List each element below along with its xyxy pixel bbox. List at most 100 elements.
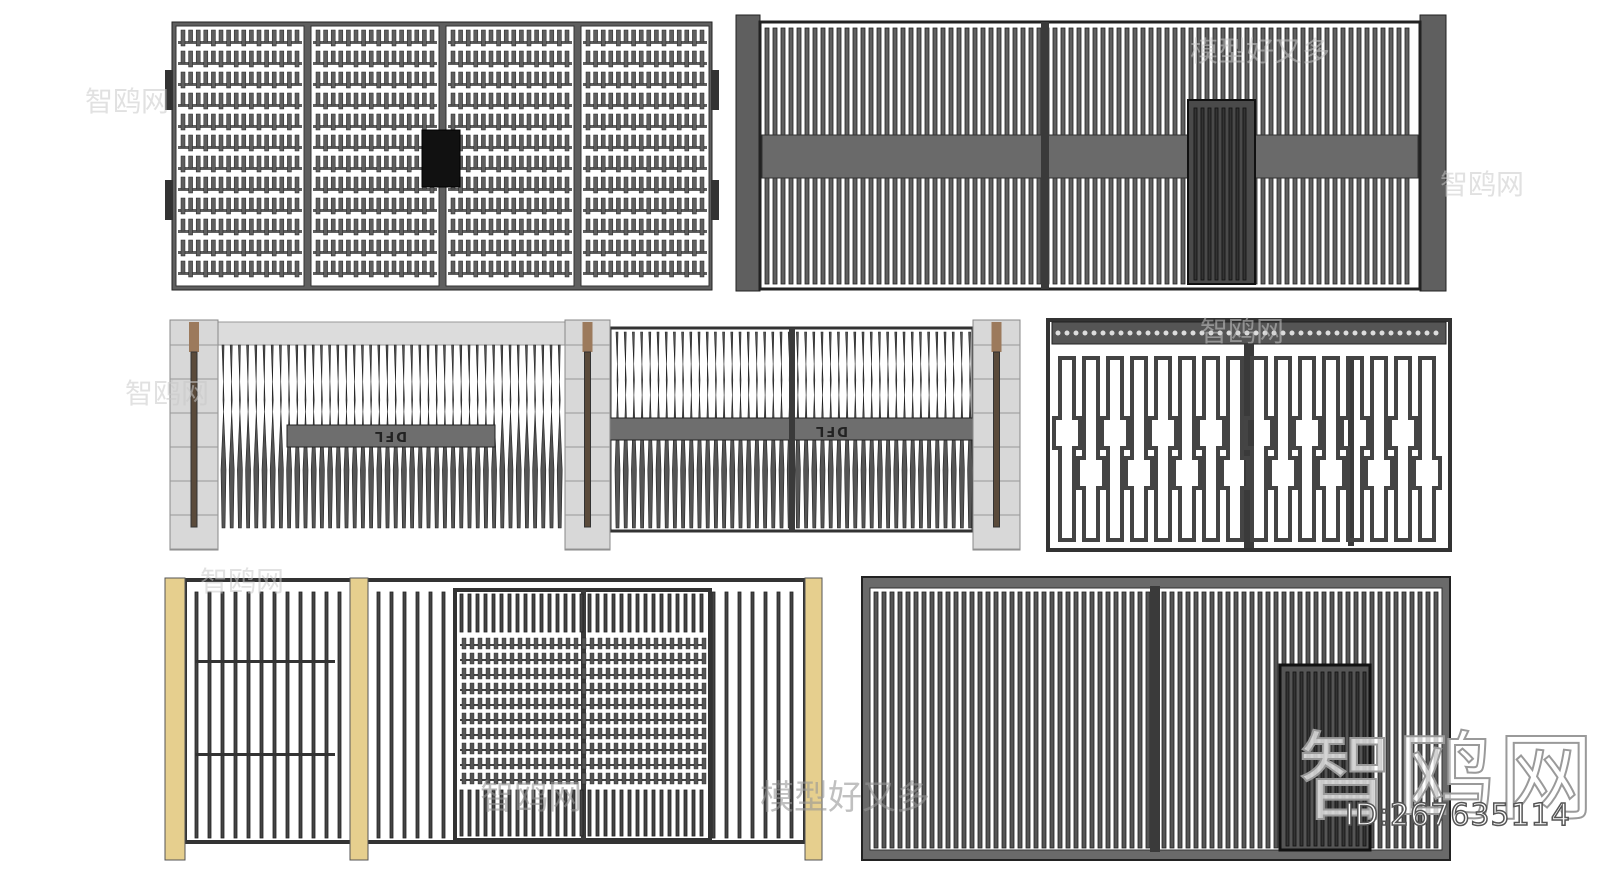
copper-cap — [582, 322, 593, 352]
slat — [211, 218, 216, 232]
slat — [661, 218, 667, 232]
slat — [249, 71, 254, 85]
slat — [188, 29, 193, 43]
slat — [549, 71, 555, 85]
slat — [279, 71, 285, 85]
slat — [399, 239, 404, 253]
decor-dot — [1055, 330, 1061, 336]
gate-bar — [1161, 591, 1167, 849]
gate-bar — [1217, 591, 1223, 849]
slat — [549, 218, 555, 236]
slat — [676, 50, 682, 64]
gate-bar — [523, 789, 528, 837]
slat — [361, 29, 366, 47]
slat — [621, 742, 627, 755]
gate-bar — [1172, 27, 1178, 136]
slat — [406, 239, 412, 257]
gate-bar — [763, 591, 768, 839]
spindle — [532, 344, 538, 529]
slat — [233, 71, 239, 85]
slat — [346, 155, 351, 173]
slat — [534, 218, 539, 236]
slat — [315, 134, 321, 148]
slat — [323, 50, 328, 68]
slat — [249, 239, 254, 253]
slat — [429, 239, 435, 253]
slat — [353, 92, 359, 110]
slat — [180, 239, 186, 257]
slat — [669, 667, 675, 680]
gate-bar — [948, 27, 954, 136]
slat — [279, 176, 285, 194]
gate-bar — [1020, 177, 1026, 285]
slat — [525, 742, 531, 755]
gate-bar — [246, 591, 251, 839]
slat — [629, 682, 635, 695]
decor-dot — [1073, 330, 1079, 336]
rail — [448, 251, 572, 254]
slat — [384, 218, 389, 236]
gate-bar — [1052, 177, 1058, 285]
decor-dot — [1064, 330, 1070, 336]
gate-bar — [1036, 177, 1042, 285]
gate-bar — [1169, 591, 1175, 849]
slat — [256, 113, 262, 131]
slat — [493, 667, 499, 680]
slat — [616, 176, 621, 190]
slat — [701, 712, 707, 725]
rail — [583, 167, 707, 170]
decor-dot — [1307, 330, 1313, 336]
gate-bar — [571, 593, 576, 633]
slat — [338, 218, 344, 236]
slat — [684, 71, 690, 85]
slat — [692, 197, 697, 215]
slat — [534, 92, 539, 110]
gate-bar — [1324, 27, 1330, 136]
slat — [218, 239, 224, 253]
slat — [368, 239, 374, 253]
slat — [597, 742, 603, 755]
gate-bar — [852, 27, 858, 136]
slat — [264, 92, 269, 110]
slat — [685, 637, 691, 650]
slat — [653, 742, 659, 755]
slat — [473, 155, 479, 169]
gate-bar — [1025, 591, 1031, 849]
gate-bar — [475, 593, 480, 633]
gate-bar — [699, 789, 704, 837]
slat — [623, 260, 629, 278]
slat — [188, 197, 193, 211]
slat — [557, 260, 562, 274]
slat — [519, 134, 524, 152]
gate-bar — [881, 591, 887, 849]
slat — [368, 176, 374, 194]
slat — [638, 155, 644, 169]
slat — [541, 667, 547, 680]
rail — [195, 660, 335, 663]
slat — [661, 134, 667, 148]
gate-bar — [1348, 177, 1354, 285]
slat — [469, 652, 475, 665]
spindle — [278, 344, 284, 529]
gate-bar — [651, 593, 656, 633]
slat — [249, 218, 254, 236]
slat — [701, 742, 707, 755]
slat — [315, 29, 321, 47]
slat — [323, 134, 328, 152]
gate-bar — [1372, 177, 1378, 285]
slat — [233, 134, 239, 152]
gate-bar — [659, 593, 664, 633]
gate-bar — [937, 591, 943, 849]
slat — [581, 742, 587, 755]
slat — [323, 113, 328, 127]
gate-bar — [1033, 591, 1039, 849]
decor-dot — [1163, 330, 1169, 336]
slat — [585, 113, 591, 131]
decor-dot — [1325, 330, 1331, 336]
slat — [195, 113, 201, 131]
gate-plaque-text: DFL — [814, 423, 848, 438]
slat — [249, 197, 254, 211]
slat — [605, 742, 611, 755]
slat — [458, 92, 463, 110]
slat — [557, 92, 562, 106]
